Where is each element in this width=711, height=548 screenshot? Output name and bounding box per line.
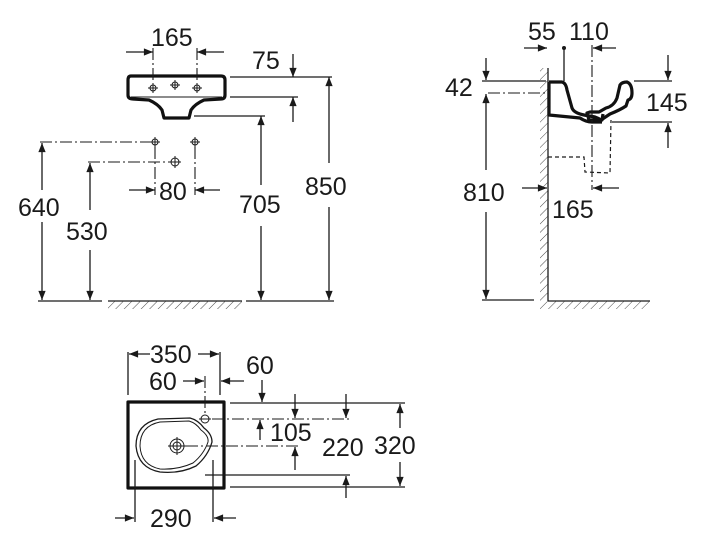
- dim-fixing-height: 810: [463, 179, 505, 207]
- plan-view: 350 60 60 105 220 320 290: [115, 341, 416, 533]
- dim-rim-height: 850: [305, 173, 347, 201]
- dim-wall-to-waste: 165: [552, 196, 594, 224]
- trap-outline: [548, 119, 612, 174]
- bowl-outline: [135, 417, 213, 474]
- dim-basin-depth: 75: [252, 47, 280, 75]
- dim-rim-drop: 42: [445, 74, 473, 102]
- dim-tap-offset-left: 60: [149, 368, 177, 396]
- side-floor-hatch: [540, 301, 650, 309]
- dim-wall-to-tap: 55: [528, 18, 556, 46]
- dim-bowl-width: 290: [150, 505, 192, 533]
- basin-side-profile: [547, 80, 634, 124]
- dim-waste-depth: 220: [322, 434, 364, 462]
- tap-hole-marks: [148, 80, 202, 93]
- front-view: 165 75 705 850 80 640: [18, 24, 347, 309]
- supply-point-marks: [150, 137, 200, 168]
- dim-overall-width: 350: [150, 341, 192, 369]
- dim-supply-spacing: 80: [159, 178, 187, 206]
- side-view: 55 110 42 145 810 165: [445, 18, 688, 309]
- dim-overall-depth: 320: [374, 432, 416, 460]
- tap-point: [562, 46, 566, 50]
- dim-tap-offset-right: 60: [246, 352, 274, 380]
- basin-plan-outline: [126, 400, 226, 490]
- dim-waste-height: 705: [239, 191, 281, 219]
- floor-hatch: [108, 301, 242, 309]
- dim-basin-height: 145: [646, 89, 688, 117]
- wall-hatch: [540, 68, 548, 301]
- dim-tap-spacing: 165: [151, 24, 193, 52]
- dim-tap-to-waste: 110: [569, 18, 609, 46]
- dim-supply-height: 640: [18, 194, 60, 222]
- dim-waste-outlet-height: 530: [66, 218, 108, 246]
- basin-front-outline: [126, 74, 227, 120]
- dim-waste-offset: 105: [270, 419, 312, 447]
